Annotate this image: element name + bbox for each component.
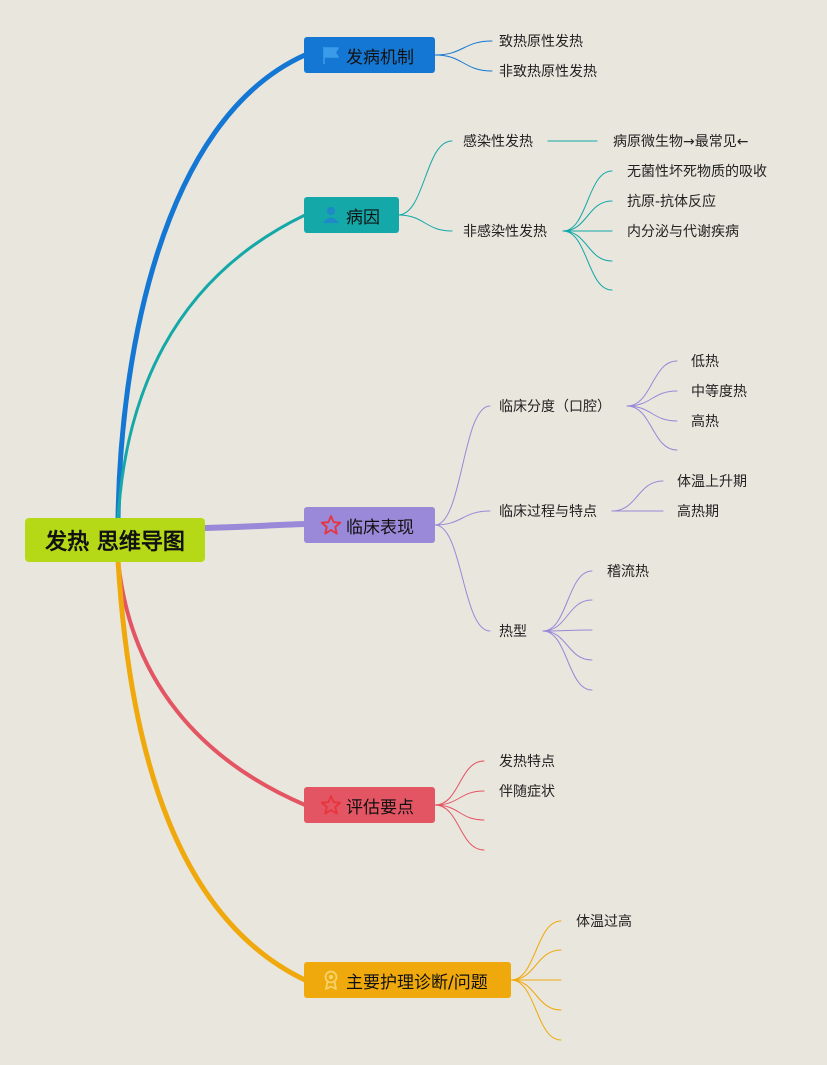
leaf-clinical-course[interactable]: 临床过程与特点 xyxy=(499,504,597,520)
branch-label: 临床表现 xyxy=(346,517,414,538)
connector-b3-type-leaf xyxy=(542,599,593,632)
leaf-high-fever-phase[interactable]: 高热期 xyxy=(677,504,719,520)
award-icon xyxy=(324,970,338,990)
connector-b3-grading-leaf xyxy=(626,360,678,407)
leaf-non-infectious-fever[interactable]: 非感染性发热 xyxy=(463,224,547,240)
flag-icon xyxy=(323,47,339,64)
connector-b1-leaf xyxy=(434,54,493,72)
connector-b3-grading-leaf xyxy=(626,405,678,451)
connector-b3-course-leaf xyxy=(611,480,664,512)
connector-b2-leaf xyxy=(562,170,613,232)
connector-b2-noninfectious xyxy=(397,214,453,232)
leaf-moderate-fever[interactable]: 中等度热 xyxy=(691,384,747,400)
connector-root-b1 xyxy=(115,52,308,523)
connector-b5-leaf xyxy=(510,920,562,981)
leaf-remittent-fever[interactable]: 稽流热 xyxy=(607,564,649,580)
connector-b3-grading xyxy=(434,405,491,526)
star-icon xyxy=(320,795,342,815)
connector-b4-leaf xyxy=(434,804,485,851)
leaf-accompanying-symptoms[interactable]: 伴随症状 xyxy=(499,784,555,800)
leaf-temperature-rise-phase[interactable]: 体温上升期 xyxy=(677,474,747,490)
leaf-fever-characteristics[interactable]: 发热特点 xyxy=(499,754,555,770)
leaf-clinical-grading[interactable]: 临床分度（口腔） xyxy=(499,399,611,415)
branch-label: 评估要点 xyxy=(346,797,414,818)
leaf-non-pyrogenic-fever[interactable]: 非致热原性发热 xyxy=(499,64,597,80)
branch-etiology[interactable]: 病因 xyxy=(304,197,399,233)
branch-label: 病因 xyxy=(346,207,380,228)
connector-b4-leaf xyxy=(434,790,485,806)
connector-b2-infectious xyxy=(397,140,453,216)
leaf-endocrine-metabolic[interactable]: 内分泌与代谢疾病 xyxy=(627,224,739,240)
leaf-pathogenic-microbes[interactable]: 病原微生物→最常见← xyxy=(613,134,749,150)
branch-label: 发病机制 xyxy=(346,47,414,68)
connector-b1-leaf xyxy=(434,40,493,56)
connector-b2-leaf xyxy=(562,200,613,232)
connector-root-b2 xyxy=(116,213,307,522)
person-icon xyxy=(323,207,339,223)
connector-b5-leaf xyxy=(510,979,562,1041)
leaf-hyperthermia[interactable]: 体温过高 xyxy=(576,914,632,930)
connector-b3-grading-leaf xyxy=(626,390,678,407)
leaf-high-fever[interactable]: 高热 xyxy=(691,414,719,430)
connector-b5-leaf xyxy=(510,979,562,1011)
connector-b4-leaf xyxy=(434,760,485,806)
connector-root-b5 xyxy=(115,557,308,983)
branch-label: 主要护理诊断/问题 xyxy=(346,972,488,993)
connector-b2-leaf xyxy=(562,230,613,291)
connector-b3-type-leaf xyxy=(542,570,593,632)
connector-b5-leaf xyxy=(510,949,562,981)
leaf-aseptic-necrosis[interactable]: 无菌性坏死物质的吸收 xyxy=(627,164,767,180)
branch-pathogenesis[interactable]: 发病机制 xyxy=(304,37,435,73)
root-label: 发热 思维导图 xyxy=(45,530,185,555)
connector-b3-type-leaf xyxy=(542,630,593,691)
connector-b3-type-leaf xyxy=(542,629,593,632)
leaf-pyrogenic-fever[interactable]: 致热原性发热 xyxy=(499,34,583,50)
connector-b4-leaf xyxy=(434,804,485,821)
connector-b2-leaf xyxy=(562,230,613,262)
connector-root-b4 xyxy=(116,558,307,807)
leaf-antigen-antibody[interactable]: 抗原-抗体反应 xyxy=(627,194,717,210)
leaf-infectious-fever[interactable]: 感染性发热 xyxy=(463,134,533,150)
branch-clinical-manifestation[interactable]: 临床表现 xyxy=(304,507,435,543)
branch-nursing-diagnosis[interactable]: 主要护理诊断/问题 xyxy=(304,962,511,998)
connector-b3-type-leaf xyxy=(542,630,593,661)
leaf-fever-type[interactable]: 热型 xyxy=(499,624,527,640)
connector-root-b3 xyxy=(202,521,308,531)
root-node[interactable]: 发热 思维导图 xyxy=(25,518,205,562)
star-icon xyxy=(320,515,342,535)
connector-b3-type xyxy=(434,524,491,632)
connector-b3-grading-leaf xyxy=(626,405,678,422)
branch-assessment-points[interactable]: 评估要点 xyxy=(304,787,435,823)
leaf-low-fever[interactable]: 低热 xyxy=(691,354,719,370)
connector-b3-course xyxy=(434,510,491,526)
